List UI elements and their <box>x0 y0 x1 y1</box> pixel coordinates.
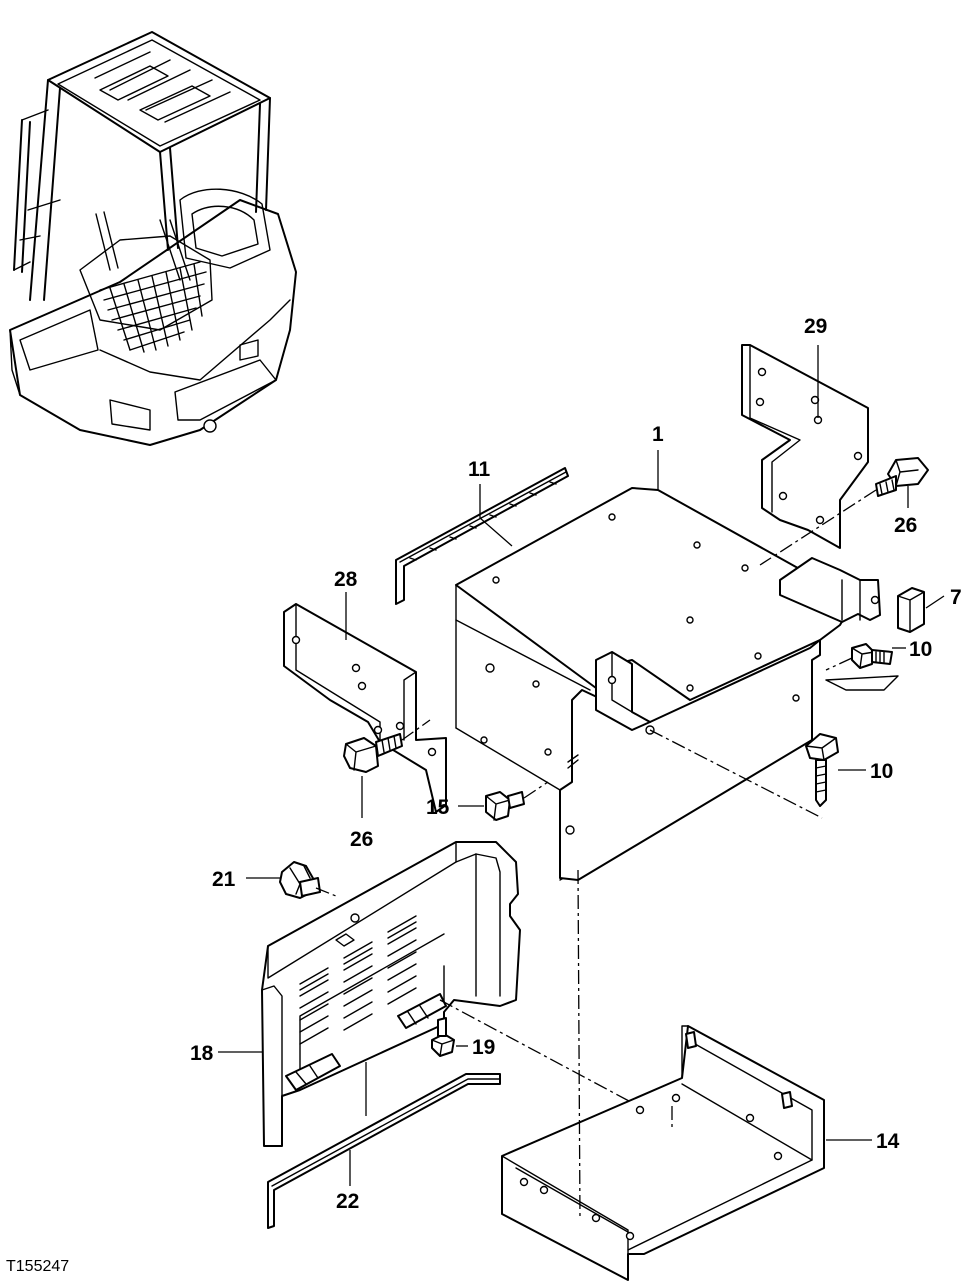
callout-28: 28 <box>334 568 358 591</box>
part-21-knob <box>246 861 337 899</box>
part-7-cap <box>897 587 945 633</box>
callout-21: 21 <box>212 868 236 891</box>
callout-labels: 29 1 11 26 7 28 10 10 15 26 21 18 19 14 … <box>6 315 962 1275</box>
part-29-right-bracket <box>741 344 869 549</box>
callout-10-lower: 10 <box>870 760 893 783</box>
part-1-battery-tray <box>455 450 881 881</box>
part-28-left-bracket <box>283 592 447 813</box>
alignment-line-vertical <box>577 869 581 1221</box>
callout-15: 15 <box>426 796 450 819</box>
callout-19: 19 <box>472 1036 495 1059</box>
callout-14: 14 <box>876 1130 900 1153</box>
callout-10-right: 10 <box>909 638 932 661</box>
callout-26-lower: 26 <box>350 828 373 851</box>
callout-22: 22 <box>336 1190 359 1213</box>
part-14-base-tray <box>501 1025 872 1281</box>
part-22-seal-strip <box>267 1062 501 1229</box>
callout-29: 29 <box>804 315 827 338</box>
callout-1: 1 <box>652 423 664 446</box>
cover-louvers <box>299 915 417 1045</box>
bolt-15 <box>458 781 549 821</box>
callout-7: 7 <box>950 586 962 609</box>
figure-reference-id: T155247 <box>6 1258 69 1275</box>
callout-26-upper: 26 <box>894 514 917 537</box>
bolt-10-right <box>825 643 906 691</box>
part-11-rubber-strip <box>395 467 569 605</box>
excavator-overview-illustration <box>9 31 297 446</box>
bolt-10-lower <box>649 729 866 819</box>
callout-18: 18 <box>190 1042 214 1065</box>
callout-11: 11 <box>468 458 491 481</box>
bolt-19 <box>431 1017 468 1057</box>
bolt-26-upper <box>759 457 929 566</box>
bolt-26-lower <box>343 719 431 818</box>
part-18-battery-cover <box>218 841 673 1147</box>
